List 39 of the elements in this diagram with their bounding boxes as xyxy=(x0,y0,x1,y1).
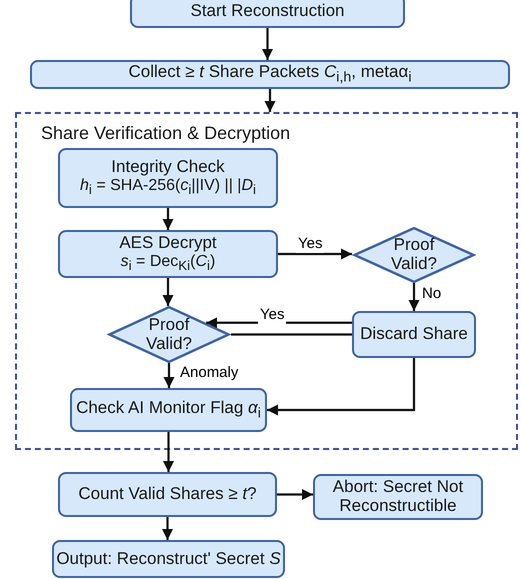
group-container xyxy=(15,112,518,450)
arrow xyxy=(264,89,276,112)
group-heading: Share Verification & Decryption xyxy=(41,124,290,144)
arrow xyxy=(163,432,174,472)
node-text: Output: Reconstruct' Secret S xyxy=(56,550,281,568)
arrow xyxy=(262,28,273,60)
arrow xyxy=(162,208,174,230)
node-text: Check AI Monitor Flag α$_{i}$ xyxy=(76,398,261,422)
process-box xyxy=(70,388,267,432)
node-text: Discard Share xyxy=(360,325,468,344)
node-text: Abort: Secret Not Reconstructible xyxy=(332,478,464,516)
arrow xyxy=(162,278,174,306)
process-box xyxy=(130,0,405,28)
process-box xyxy=(52,540,285,578)
arrow xyxy=(277,489,313,500)
formula-text: h$_{i}$ = SHA-256(c$_{i}$||IV) || |D$_{i}$ xyxy=(80,176,256,198)
arrow xyxy=(278,248,352,260)
process-box xyxy=(352,311,476,358)
arrow xyxy=(162,517,173,540)
process-box xyxy=(58,148,278,208)
node-text: Collect ≥ t Share Packets C$_{i,h}$, metaα$_{i}$ xyxy=(128,63,412,86)
process-box xyxy=(58,230,278,278)
node-text: Proof Valid? xyxy=(145,316,193,354)
process-box xyxy=(30,60,510,89)
arrow xyxy=(408,283,420,311)
node-text: AES Decrypt xyxy=(119,234,217,253)
node-text: Proof Valid? xyxy=(390,236,438,274)
decision-diamond xyxy=(107,306,231,363)
node-text: Integrity Check xyxy=(111,158,225,177)
process-box xyxy=(313,474,483,520)
edge-label: Anomaly xyxy=(178,365,240,382)
process-box xyxy=(58,472,277,517)
node-text: Count Valid Shares ≥ t? xyxy=(78,485,257,504)
decision-diamond xyxy=(352,227,476,283)
edge-label: Yes xyxy=(258,307,286,324)
arrow xyxy=(267,358,416,416)
formula-text: s$_{i}$ = Dec$_{Ki}$(C$_{i}$) xyxy=(120,252,216,274)
node-text: Start Reconstruction xyxy=(190,2,344,20)
arrow xyxy=(164,363,174,388)
